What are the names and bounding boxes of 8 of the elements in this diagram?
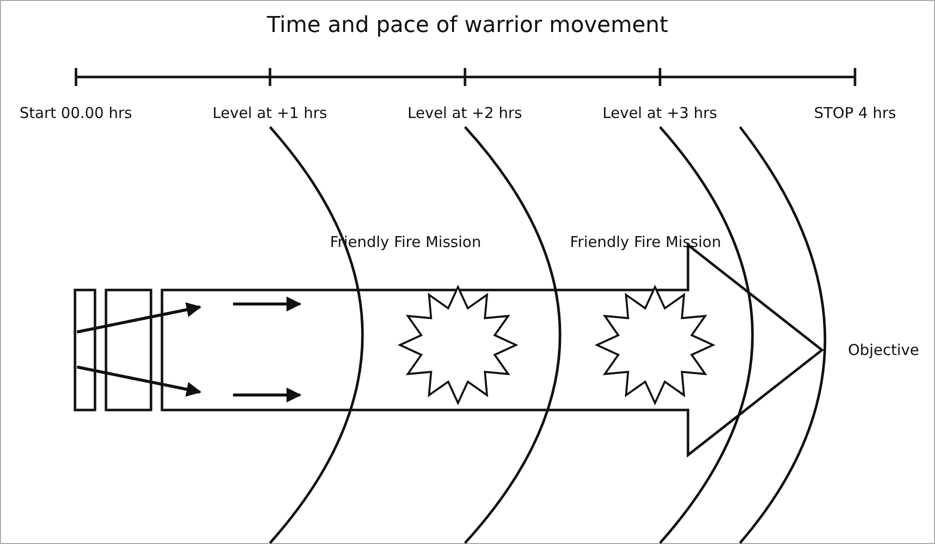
fire-mission-label: Friendly Fire Mission <box>570 233 722 251</box>
time-label: STOP 4 hrs <box>814 104 896 122</box>
time-label: Level at +2 hrs <box>408 104 522 122</box>
time-label: Level at +1 hrs <box>212 104 328 122</box>
time-label: Start 00.00 hrs <box>20 104 132 122</box>
time-label: Level at +3 hrs <box>602 104 718 122</box>
diagram-title: Time and pace of warrior movement <box>266 12 670 40</box>
objective-label: Objective <box>848 341 920 359</box>
